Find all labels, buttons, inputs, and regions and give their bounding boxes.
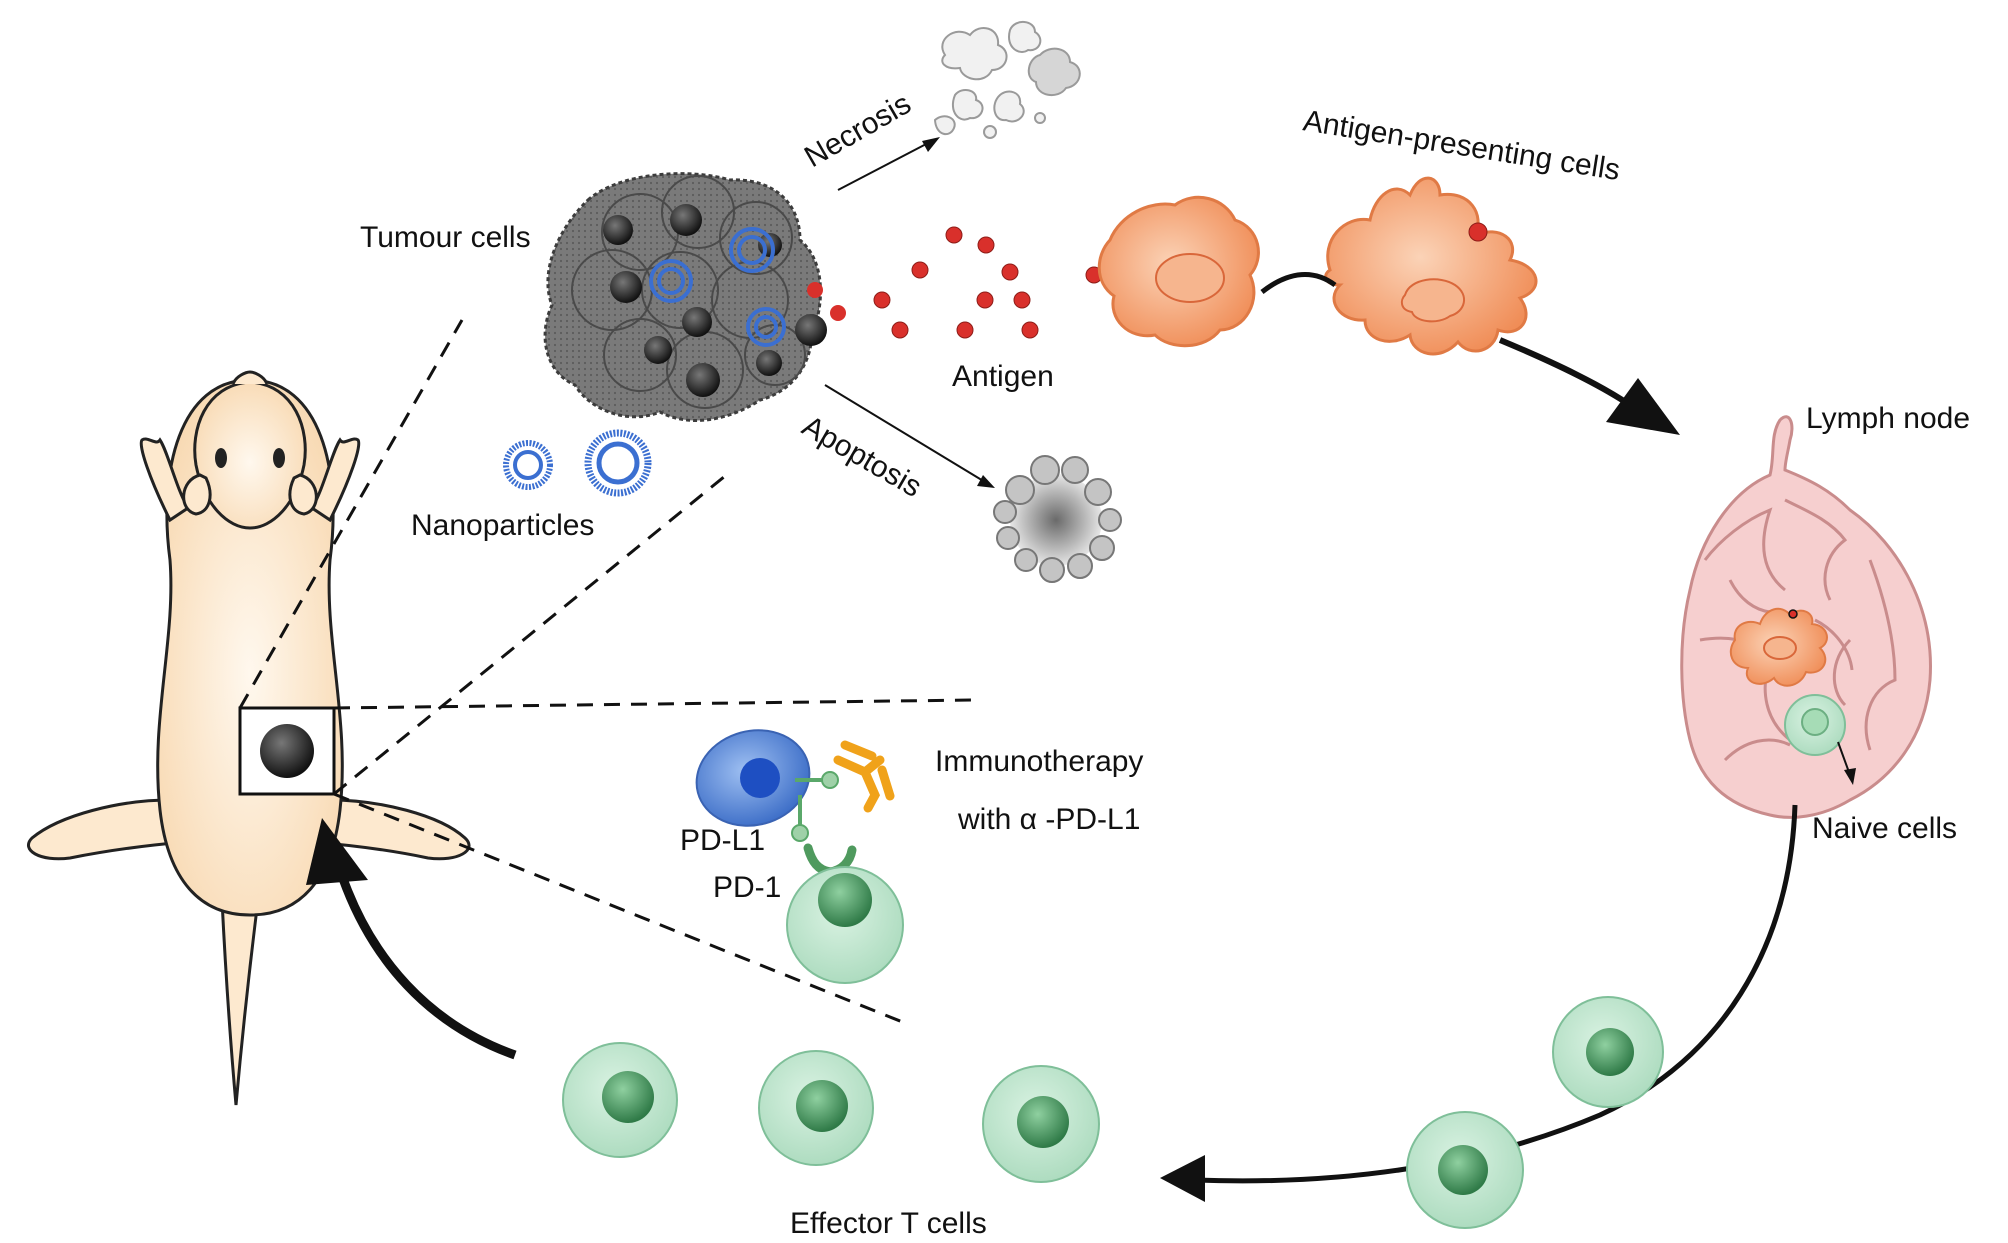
apc-to-lymph-arrow: [1498, 337, 1680, 435]
lymph-node-label: Lymph node: [1806, 402, 1970, 435]
t-cells-on-arc: [1406, 996, 1664, 1229]
apc-connector: [1260, 272, 1337, 294]
effector-t-cells-label: Effector T cells: [790, 1207, 987, 1240]
pd-l1-ligand: [791, 771, 839, 842]
antigen-label: Antigen: [952, 360, 1054, 393]
anti-pd-l1-antibody: [833, 740, 895, 813]
effector-t-cells: [562, 1042, 1100, 1183]
nanoparticles-label: Nanoparticles: [411, 509, 594, 542]
apoptotic-cell: [993, 455, 1122, 583]
tumour-site-box: [238, 706, 336, 796]
tumour-cell-cluster: [543, 172, 846, 423]
zoom-dashed-lines: [238, 319, 976, 1027]
mouse-illustration: [27, 370, 471, 1106]
lymph-node: [1680, 415, 1932, 819]
antigen-particles: [873, 226, 1103, 339]
apoptosis-label: Apoptosis: [797, 409, 928, 503]
immunotherapy-label-line1: Immunotherapy: [935, 745, 1143, 778]
pd-l1-tumour-cell: [695, 729, 811, 827]
apoptosis-arrow: [824, 384, 995, 488]
pd-l1-label: PD-L1: [680, 824, 765, 857]
immunotherapy-label-line2: with α -PD-L1: [957, 803, 1140, 836]
lymph-to-effector-arrow: [1160, 804, 1798, 1202]
naive-cells-pointer: [1837, 741, 1856, 785]
effector-t-cell-bound: [786, 866, 904, 984]
tumour-cells-label: Tumour cells: [360, 221, 531, 254]
necrosis-arrow: [837, 137, 940, 191]
necrosis-debris: [933, 21, 1081, 139]
free-nanoparticles: [503, 429, 652, 497]
antigen-presenting-cell-2: [1324, 176, 1538, 356]
effector-to-mouse-arrow: [306, 818, 517, 1060]
naive-cells-label: Naive cells: [1812, 812, 1957, 845]
antigen-presenting-cell-1: [1097, 195, 1260, 348]
antigen-presenting-cells-label: Antigen-presenting cells: [1301, 104, 1622, 187]
pd-1-label: PD-1: [713, 871, 781, 904]
necrosis-label: Necrosis: [799, 87, 917, 174]
